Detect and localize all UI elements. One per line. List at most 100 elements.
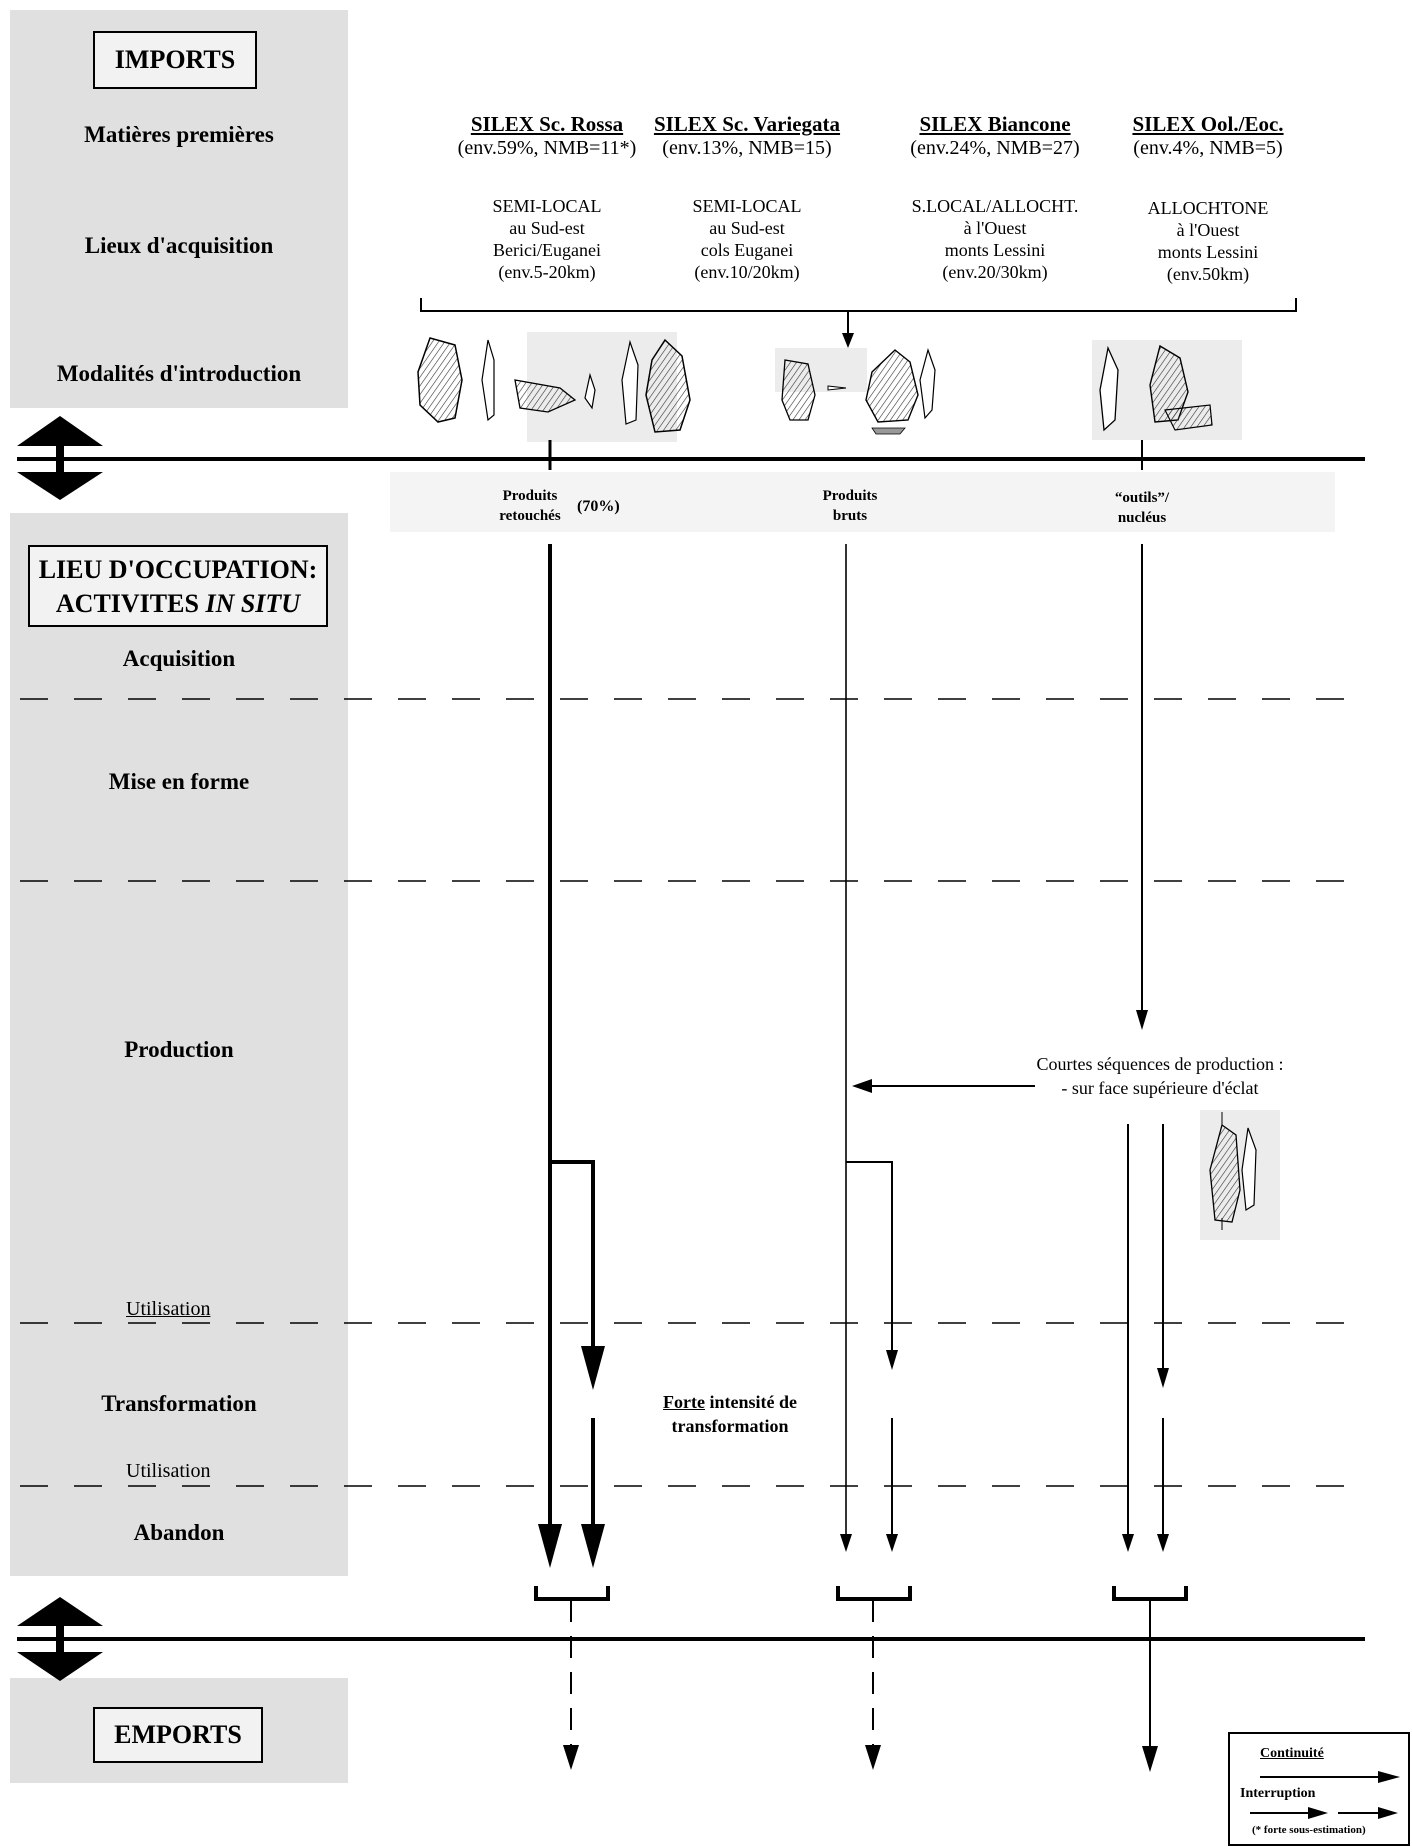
- product-retouches-line1: Produits: [502, 488, 558, 504]
- source-oolitic-stats: (env.4%, NMB=5): [1133, 137, 1283, 159]
- source-rossa-name: SILEX Sc. Rossa: [470, 112, 624, 136]
- stage-mise-en-forme: Mise en forme: [108, 769, 250, 794]
- stage-abandon: Abandon: [133, 1520, 225, 1545]
- loc-variegata-4: (env.10/20km): [694, 262, 800, 282]
- product-bruts-line2: bruts: [832, 508, 868, 524]
- loc-variegata-1: SEMI-LOCAL: [692, 196, 802, 216]
- occupation-panel: [10, 513, 348, 1576]
- bracket-outils: [1112, 1586, 1188, 1601]
- label-lieux: Lieux d'acquisition: [84, 233, 274, 258]
- loc-variegata: SEMI-LOCAL au Sud-est cols Euganei (env.…: [612, 195, 882, 283]
- arrow-outils-line-b-1: [1157, 1368, 1169, 1388]
- product-bruts-line1: Produits: [822, 488, 878, 504]
- arrow-bruts-main: [840, 1534, 852, 1552]
- source-biancone: SILEX Biancone (env.24%, NMB=27): [860, 112, 1130, 160]
- annotation-transformation: transformation: [671, 1416, 789, 1436]
- arrow-outils-main: [1136, 1010, 1148, 1030]
- flow-bruts-branch: [846, 1161, 893, 1352]
- boundary-up-down-icon-top: [17, 416, 110, 500]
- arrow-emport-bruts: [865, 1745, 881, 1770]
- source-rossa-stats: (env.59%, NMB=11*): [457, 137, 637, 159]
- loc-variegata-3: cols Euganei: [700, 240, 794, 260]
- acquisition-bracket: [420, 298, 1297, 334]
- occupation-line2-italic: IN SITU: [205, 589, 301, 618]
- emports-title: EMPORTS: [93, 1707, 263, 1763]
- loc-rossa-1: SEMI-LOCAL: [492, 196, 602, 216]
- product-retouches: Produits retouchés: [470, 486, 590, 526]
- artifact-group-rossa: [417, 332, 691, 442]
- product-outils-line2: nucléus: [1117, 510, 1167, 526]
- legend-interruption-label: Interruption: [1240, 1786, 1316, 1801]
- source-oolitic: SILEX Ool./Eoc. (env.4%, NMB=5): [1073, 112, 1343, 160]
- source-variegata: SILEX Sc. Variegata (env.13%, NMB=15): [612, 112, 882, 160]
- arrow-retouches-branch-1: [581, 1346, 605, 1390]
- occupation-line1: LIEU D'OCCUPATION:: [38, 555, 318, 584]
- product-outils: “outils”/ nucléus: [1082, 488, 1202, 528]
- loc-biancone-2: à l'Ouest: [963, 218, 1027, 238]
- product-retouches-line2: retouchés: [499, 508, 561, 524]
- product-outils-line1: “outils”/: [1114, 490, 1170, 506]
- loc-oolitic: ALLOCHTONE à l'Ouest monts Lessini (env.…: [1073, 197, 1343, 285]
- loc-biancone-1: S.LOCAL/ALLOCHT.: [911, 196, 1079, 216]
- arrow-bruts-branch-2: [886, 1534, 898, 1552]
- legend-continuite-label: Continuité: [1260, 1746, 1324, 1761]
- loc-biancone-4: (env.20/30km): [942, 262, 1048, 282]
- loc-rossa-2: au Sud-est: [509, 218, 585, 238]
- loc-rossa: SEMI-LOCAL au Sud-est Berici/Euganei (en…: [412, 195, 682, 283]
- arrow-retouches-main: [538, 1524, 562, 1568]
- annotation-intensite: intensité de: [704, 1392, 797, 1412]
- source-rossa: SILEX Sc. Rossa (env.59%, NMB=11*): [412, 112, 682, 160]
- bracket-bruts: [836, 1586, 912, 1601]
- annotation-courtes-sequences: Courtes séquences de production : - sur …: [1000, 1052, 1320, 1100]
- loc-biancone-3: monts Lessini: [944, 240, 1046, 260]
- source-biancone-stats: (env.24%, NMB=27): [910, 137, 1080, 159]
- legend-box: Continuité Interruption (* forte sous-es…: [1228, 1732, 1410, 1846]
- legend-continuite-arrow: [1260, 1771, 1400, 1783]
- arrow-bruts-branch-1: [886, 1350, 898, 1370]
- product-bruts: Produits bruts: [790, 486, 910, 526]
- stage-utilisation-1: Utilisation: [122, 1298, 215, 1321]
- loc-oolitic-2: à l'Ouest: [1176, 220, 1240, 240]
- stage-acquisition: Acquisition: [122, 646, 236, 671]
- source-variegata-name: SILEX Sc. Variegata: [653, 112, 841, 136]
- stage-utilisation-2: Utilisation: [122, 1460, 215, 1483]
- boundary-up-down-icon-bottom: [17, 1597, 110, 1681]
- imports-title: IMPORTS: [93, 31, 257, 89]
- artifact-production-flake: [1200, 1110, 1280, 1240]
- occupation-line2: ACTIVITES: [55, 589, 206, 618]
- bracket-retouches: [534, 1586, 610, 1601]
- legend-note: (* forte sous-estimation): [1252, 1824, 1366, 1836]
- product-retouches-pct: (70%): [577, 498, 620, 515]
- acquisition-arrow-head: [842, 333, 854, 348]
- stage-production: Production: [124, 1037, 234, 1062]
- annotation-forte: Forte: [663, 1392, 705, 1412]
- arrow-emport-outils: [1142, 1746, 1158, 1772]
- source-biancone-name: SILEX Biancone: [919, 112, 1071, 136]
- loc-variegata-2: au Sud-est: [709, 218, 785, 238]
- loc-oolitic-4: (env.50km): [1166, 264, 1250, 284]
- arrow-retouches-branch-2: [581, 1524, 605, 1568]
- loc-oolitic-1: ALLOCHTONE: [1147, 198, 1269, 218]
- occupation-title: LIEU D'OCCUPATION: ACTIVITES IN SITU: [28, 545, 328, 627]
- flow-retouches-branch: [550, 1160, 595, 1348]
- loc-rossa-4: (env.5-20km): [498, 262, 596, 282]
- label-matieres: Matières premières: [84, 122, 274, 147]
- artifact-group-variegata-biancone: [775, 347, 936, 435]
- loc-biancone: S.LOCAL/ALLOCHT. à l'Ouest monts Lessini…: [860, 195, 1130, 283]
- source-variegata-stats: (env.13%, NMB=15): [662, 137, 832, 159]
- arrow-outils-line-a: [1122, 1534, 1134, 1552]
- label-modalites: Modalités d'introduction: [56, 361, 302, 386]
- annotation-forte-intensite: Forte intensité de transformation: [640, 1390, 820, 1438]
- arrow-production-to-bruts: [852, 1079, 872, 1093]
- annotation-courtes-line2: - sur face supérieure d'éclat: [1061, 1078, 1259, 1098]
- source-oolitic-name: SILEX Ool./Eoc.: [1132, 112, 1284, 136]
- arrow-outils-line-b-2: [1157, 1534, 1169, 1552]
- loc-oolitic-3: monts Lessini: [1157, 242, 1259, 262]
- stage-transformation: Transformation: [101, 1391, 257, 1416]
- loc-rossa-3: Berici/Euganei: [493, 240, 601, 260]
- products-band: [390, 472, 1335, 532]
- legend-interruption-arrows: [1250, 1807, 1398, 1819]
- annotation-courtes-line1: Courtes séquences de production :: [1036, 1054, 1284, 1074]
